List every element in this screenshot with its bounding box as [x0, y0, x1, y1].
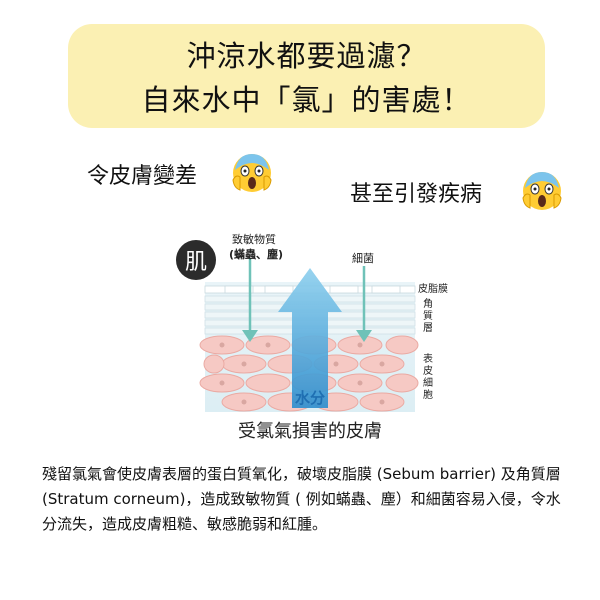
- svg-text:胞: 胞: [423, 389, 433, 401]
- svg-text:層: 層: [423, 322, 433, 334]
- banner-line-2: 自來水中「氯」的害處！: [141, 83, 472, 117]
- bacteria-label: 細菌: [352, 252, 374, 265]
- cell-nuclei: [219, 342, 385, 405]
- screaming-face-icon: [522, 172, 562, 210]
- caption-left: 令皮膚變差: [87, 164, 198, 189]
- bacteria-arrowhead: [356, 330, 372, 342]
- svg-text:質: 質: [423, 309, 433, 322]
- banner-line-1: 沖涼水都要過濾？: [186, 39, 427, 73]
- diagram-title: 受氯氣損害的皮膚: [238, 421, 382, 442]
- svg-text:角: 角: [423, 298, 433, 310]
- stratum-label: 角 質 層: [423, 298, 433, 334]
- epidermis-label: 表 皮 細 胞: [423, 352, 433, 401]
- water-label: 水分: [295, 389, 325, 407]
- water-loss-arrow: [278, 268, 342, 408]
- allergen-arrowhead: [242, 330, 258, 342]
- title-banner: 沖涼水都要過濾？ 自來水中「氯」的害處！: [68, 24, 545, 128]
- allergen-label-2: (蟎蟲、塵): [229, 247, 283, 261]
- svg-text:細: 細: [423, 376, 433, 389]
- circle-label: 肌: [185, 250, 207, 275]
- skin-circle: [176, 240, 216, 280]
- caption-right: 甚至引發疾病: [350, 182, 483, 207]
- svg-text:表: 表: [423, 352, 433, 365]
- sebum-label: 皮脂膜: [418, 282, 448, 295]
- screaming-face-icon: [232, 154, 272, 192]
- allergen-label-1: 致敏物質: [232, 232, 276, 246]
- description-paragraph: 殘留氯氣會使皮膚表層的蛋白質氧化，破壞皮脂膜 (Sebum barrier) 及…: [42, 465, 561, 533]
- svg-text:皮: 皮: [423, 364, 433, 377]
